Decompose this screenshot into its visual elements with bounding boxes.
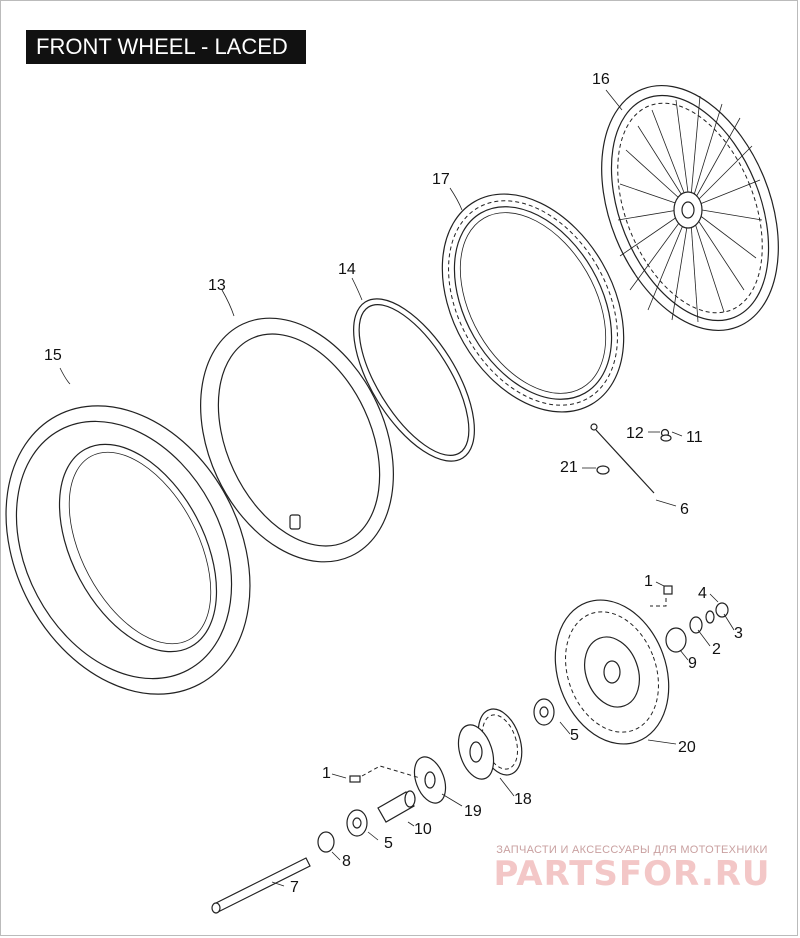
callout-1-top: 1	[644, 573, 653, 590]
callout-18: 18	[514, 791, 532, 808]
sleeve-drawing	[377, 790, 416, 823]
callout-10: 10	[414, 821, 432, 838]
bearing-drawing	[346, 698, 555, 837]
callout-21: 21	[560, 459, 578, 476]
spacer-plate-drawing	[413, 756, 447, 804]
watermark-brand: PARTSFOR.RU	[493, 854, 771, 894]
rim-drawing	[441, 193, 625, 413]
callout-12: 12	[626, 425, 644, 442]
leader-lines	[59, 89, 735, 887]
callout-20: 20	[678, 739, 696, 756]
callout-11: 11	[686, 429, 703, 446]
callout-4: 4	[698, 585, 707, 602]
watermark-tagline: ЗАПЧАСТИ И АКСЕССУАРЫ ДЛЯ МОТОТЕХНИКИ	[496, 844, 768, 856]
callout-13: 13	[208, 277, 226, 294]
callout-labels: 1 1 2 3 4 5 5 6 7 8 9 10 11 12 13 14 15 …	[44, 71, 743, 896]
tire-drawing	[5, 405, 251, 695]
callout-17: 17	[432, 171, 450, 188]
callout-6: 6	[680, 501, 689, 518]
callout-1-bottom: 1	[322, 765, 331, 782]
callout-2: 2	[712, 641, 721, 658]
tube-drawing	[200, 317, 394, 563]
diagram-title: FRONT WHEEL - LACED	[26, 30, 306, 64]
callout-19: 19	[464, 803, 482, 820]
axle-drawing	[211, 857, 311, 914]
small-hardware-drawing	[349, 585, 729, 783]
callout-5-right: 5	[570, 727, 579, 744]
callout-16: 16	[592, 71, 610, 88]
rim-strip-drawing	[353, 298, 475, 462]
callout-8: 8	[342, 853, 351, 870]
watermark: ЗАПЧАСТИ И АКСЕССУАРЫ ДЛЯ МОТОТЕХНИКИ PA…	[482, 844, 782, 892]
callout-15: 15	[44, 347, 62, 364]
callout-14: 14	[338, 261, 356, 278]
laced-wheel-drawing	[601, 84, 779, 332]
callout-5-left: 5	[384, 835, 393, 852]
brake-disc-drawing	[554, 599, 670, 745]
valve-parts-drawing	[590, 423, 672, 494]
callout-7: 7	[290, 879, 299, 896]
hub-drawing	[457, 708, 523, 780]
callout-3: 3	[734, 625, 743, 642]
callout-9: 9	[688, 655, 697, 672]
collar-drawing	[317, 831, 335, 853]
